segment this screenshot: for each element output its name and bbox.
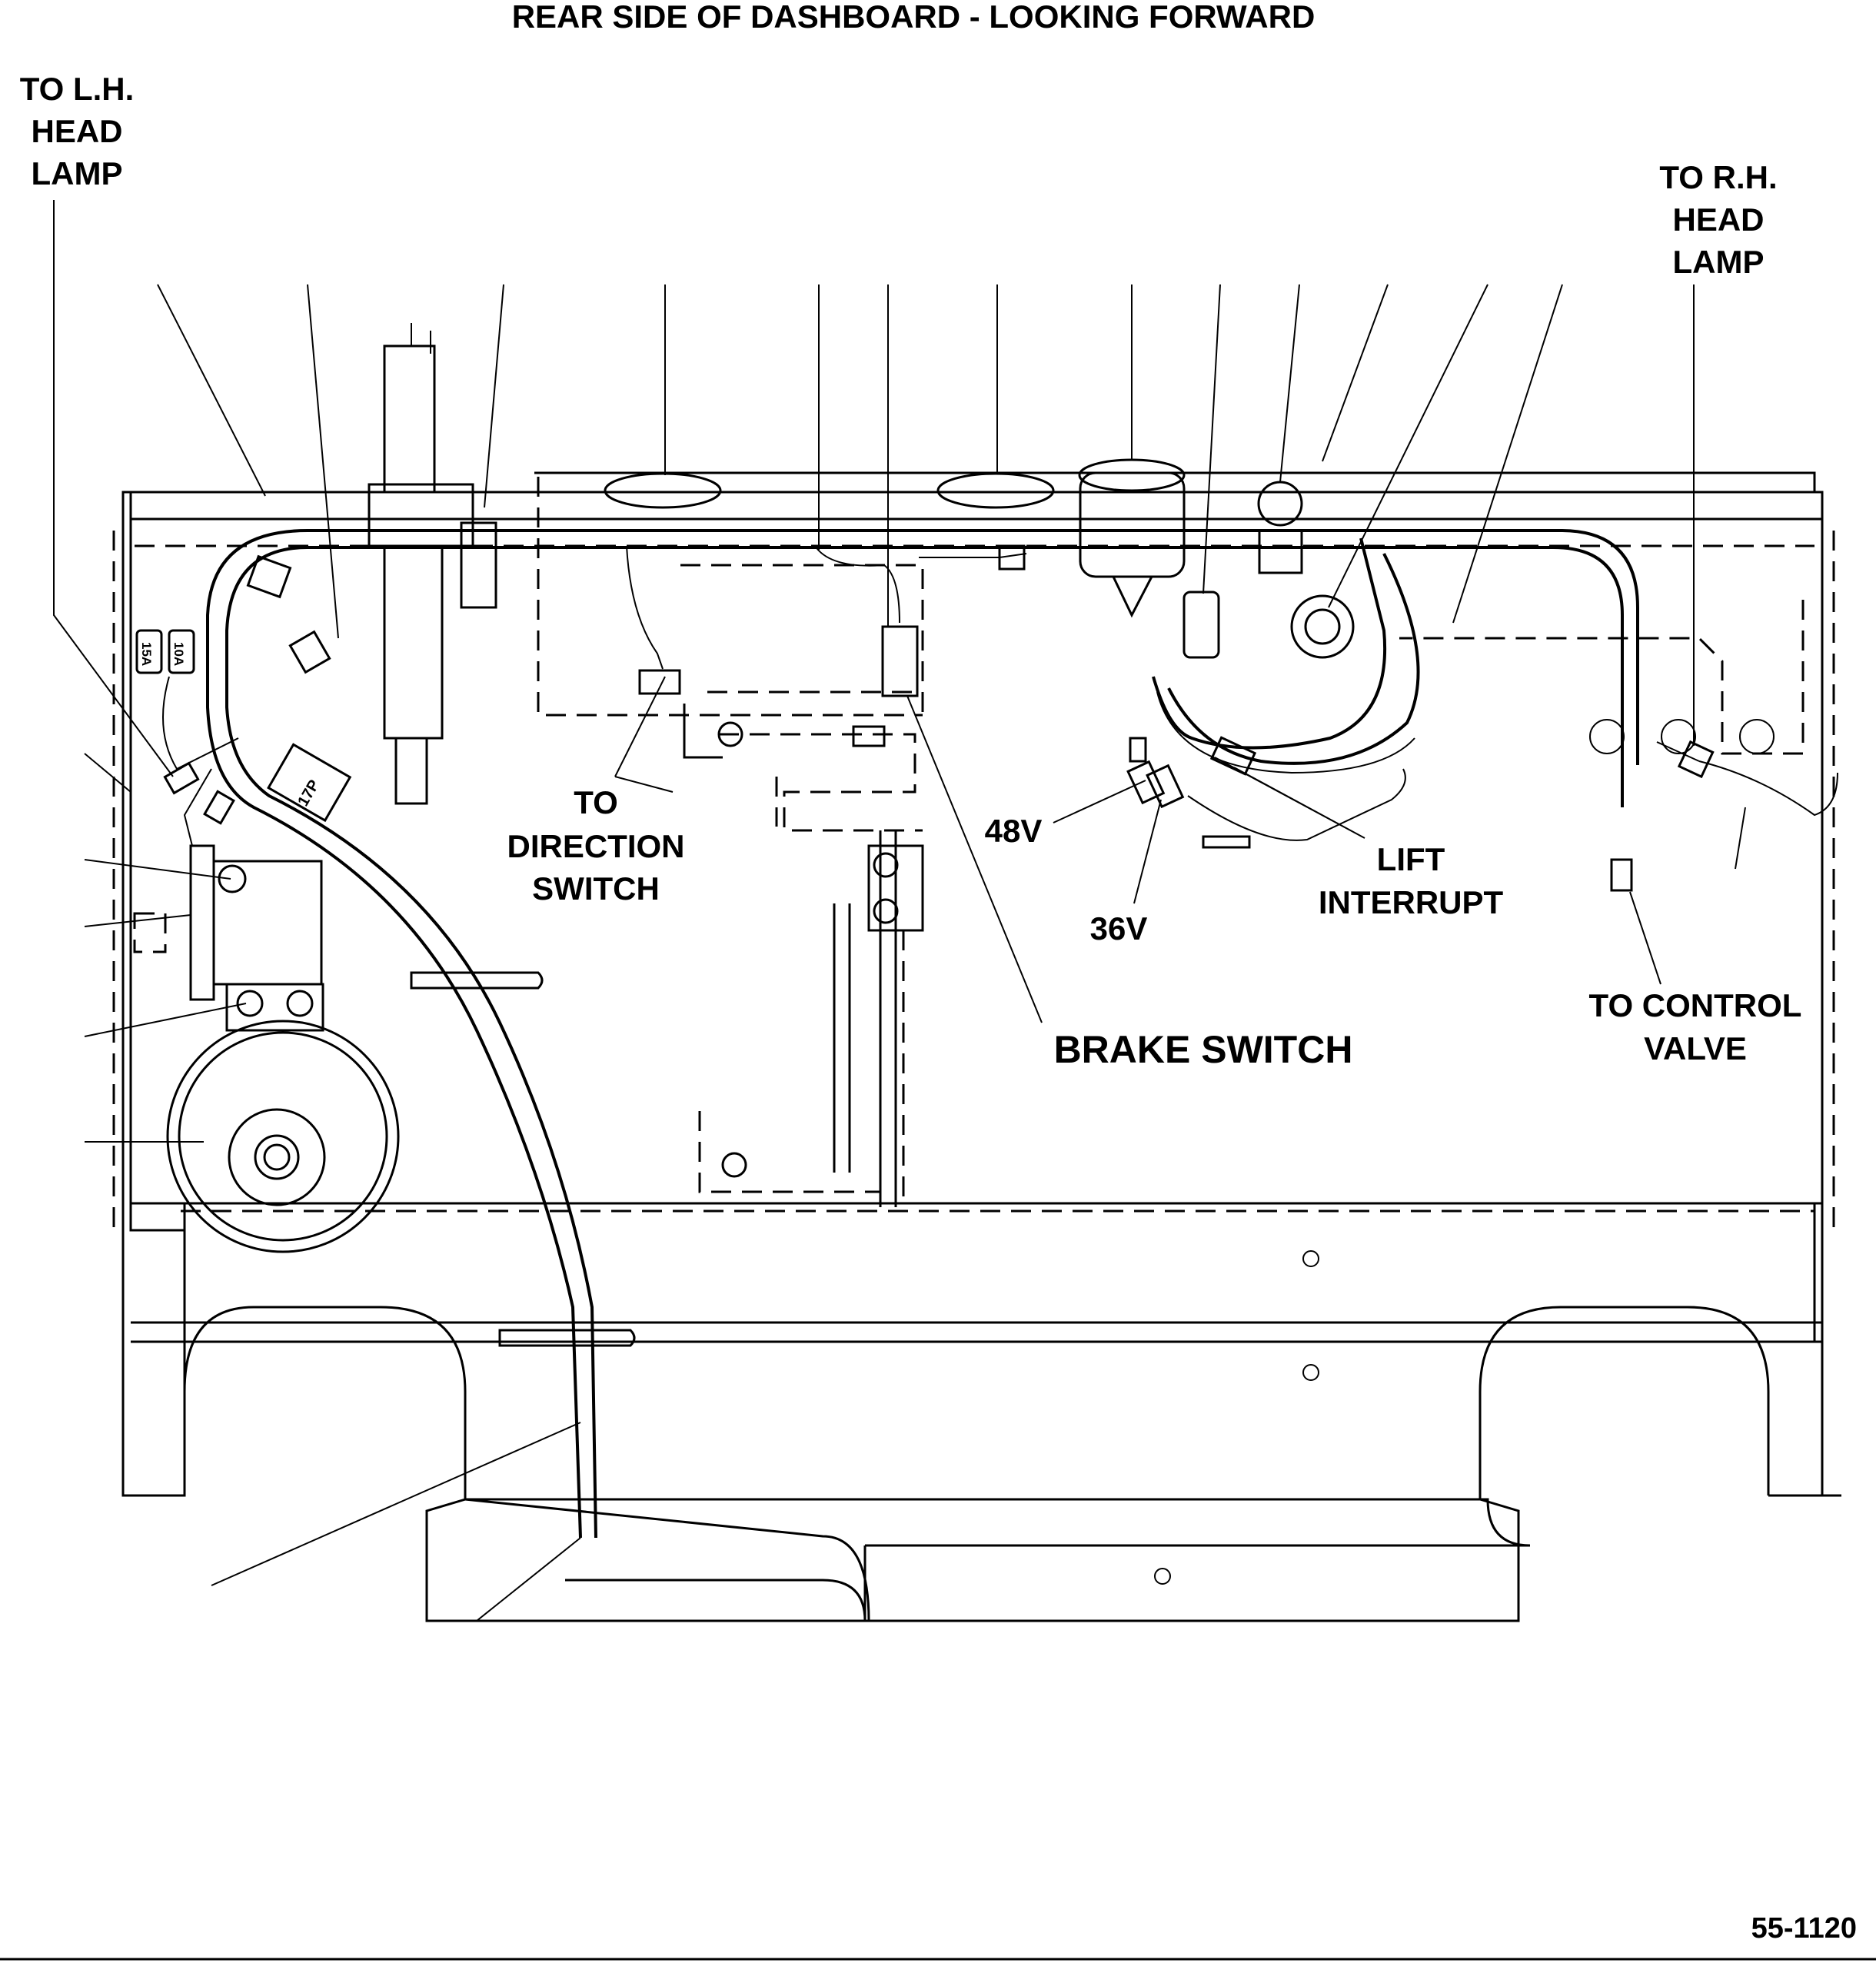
- hour-meter: [1079, 471, 1186, 578]
- svg-text:VALVE: VALVE: [1644, 1030, 1747, 1066]
- brake-mounting-bracket: [680, 564, 924, 1207]
- label-36v: 36V: [1090, 910, 1148, 947]
- leader-lines: [53, 200, 1746, 1622]
- steering-column-assembly: [368, 323, 497, 805]
- svg-text:TO CONTROL: TO CONTROL: [1589, 987, 1802, 1023]
- fuse-10a-label: 10A: [171, 642, 186, 666]
- label-48v: 48V: [985, 813, 1043, 849]
- gauge-left: [604, 472, 722, 509]
- gauge-center: [936, 472, 1055, 509]
- cable-ties: [410, 971, 636, 1347]
- label-lh-head-lamp: TO L.H. HEAD LAMP: [20, 71, 135, 191]
- key-switch: [1182, 591, 1220, 659]
- horn: [166, 983, 400, 1253]
- svg-text:TO R.H.: TO R.H.: [1659, 159, 1777, 195]
- svg-text:DIRECTION: DIRECTION: [507, 828, 685, 864]
- svg-text:TO: TO: [574, 784, 618, 820]
- label-control-valve: TO CONTROL VALVE: [1589, 987, 1802, 1066]
- svg-text:SWITCH: SWITCH: [532, 870, 660, 907]
- svg-text:TO L.H.: TO L.H.: [20, 71, 135, 107]
- fuse-block: 15A 10A: [135, 629, 195, 674]
- label-rh-head-lamp: TO R.H. HEAD LAMP: [1659, 159, 1777, 280]
- figure-number: 55-1120: [1751, 1912, 1857, 1945]
- svg-text:HEAD: HEAD: [31, 113, 122, 149]
- svg-text:INTERRUPT: INTERRUPT: [1319, 884, 1504, 920]
- ignition-switch: [1290, 594, 1355, 659]
- dashboard-panel: [112, 471, 1841, 1622]
- wiring-harness: 17P: [162, 529, 1838, 1539]
- svg-text:HEAD: HEAD: [1672, 201, 1764, 238]
- svg-text:LIFT: LIFT: [1377, 841, 1445, 877]
- svg-text:LAMP: LAMP: [32, 155, 123, 191]
- fuse-15a-label: 15A: [139, 642, 154, 666]
- label-direction-switch: TO DIRECTION SWITCH: [507, 784, 685, 907]
- svg-text:LAMP: LAMP: [1673, 244, 1765, 280]
- connector-17p: [267, 743, 352, 823]
- label-lift-interrupt: LIFT INTERRUPT: [1319, 841, 1504, 920]
- label-brake-switch: BRAKE SWITCH: [1054, 1028, 1353, 1071]
- relay-plate: [133, 844, 323, 1001]
- instrument-gauges: [604, 458, 1355, 659]
- diagram-title: REAR SIDE OF DASHBOARD - LOOKING FORWARD: [512, 0, 1316, 35]
